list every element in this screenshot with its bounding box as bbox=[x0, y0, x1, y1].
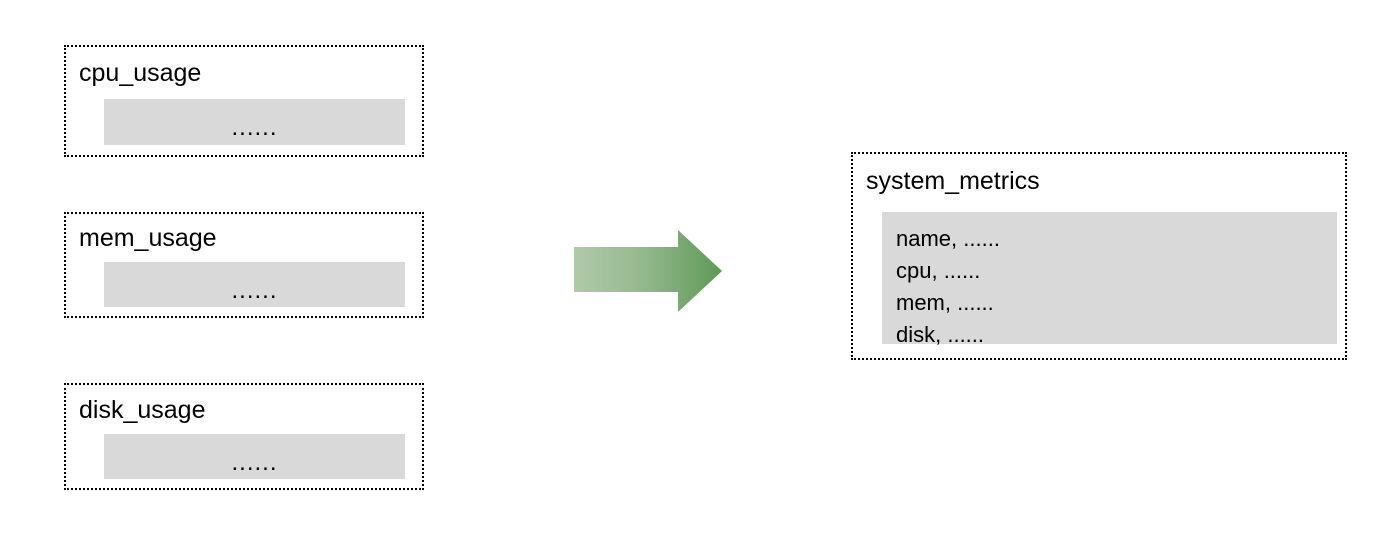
source-table-cpu-usage-title: cpu_usage bbox=[79, 59, 202, 87]
field-row-name: name, ...... bbox=[896, 226, 1000, 251]
target-table-system-metrics-title: system_metrics bbox=[866, 167, 1040, 195]
target-table-system-metrics-body: name, ...... cpu, ...... mem, ...... dis… bbox=[882, 212, 1337, 347]
source-table-mem-usage-ellipsis: ...... bbox=[231, 277, 278, 304]
field-row-mem: mem, ...... bbox=[896, 290, 994, 315]
source-table-disk-usage-title: disk_usage bbox=[79, 396, 206, 424]
right-arrow-icon bbox=[574, 230, 722, 312]
field-row-disk: disk, ...... bbox=[896, 322, 985, 347]
source-table-cpu-usage-ellipsis: ...... bbox=[231, 114, 278, 141]
source-table-mem-usage-body: ...... bbox=[104, 262, 405, 307]
source-table-cpu-usage-body: ...... bbox=[104, 99, 405, 145]
field-row-cpu: cpu, ...... bbox=[896, 258, 981, 283]
source-table-disk-usage-ellipsis: ...... bbox=[231, 449, 278, 476]
target-table-field-list: name, ...... cpu, ...... mem, ...... dis… bbox=[896, 223, 1000, 351]
source-table-mem-usage-title: mem_usage bbox=[79, 224, 217, 252]
source-table-disk-usage-body: ...... bbox=[104, 434, 405, 479]
